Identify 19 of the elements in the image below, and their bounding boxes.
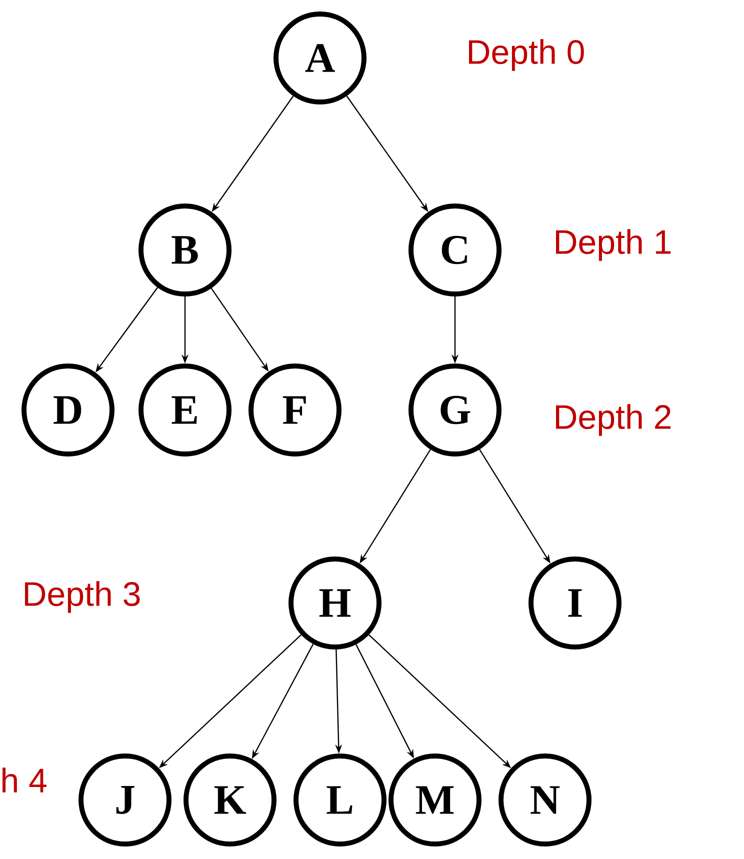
tree-node: I — [528, 556, 622, 650]
depth-label: h 4 — [2, 768, 46, 792]
tree-node: J — [78, 754, 172, 846]
tree-node: M — [388, 754, 482, 846]
tree-node: C — [408, 204, 502, 296]
depth-label: Depth 0 — [469, 39, 584, 71]
tree-node: H — [288, 556, 382, 650]
tree-node: E — [138, 364, 232, 456]
tree-node: L — [294, 754, 386, 846]
tree-node: B — [138, 204, 232, 296]
tree-node: K — [184, 754, 276, 846]
tree-node: N — [498, 754, 592, 846]
tree-node: D — [22, 364, 114, 456]
tree-node: A — [274, 12, 366, 104]
depth-label: Depth 3 — [25, 581, 140, 613]
tree-node: F — [248, 364, 342, 456]
tree-node: G — [408, 364, 502, 456]
depth-label: Depth 1 — [556, 229, 671, 261]
depth-label: Depth 2 — [556, 404, 671, 436]
